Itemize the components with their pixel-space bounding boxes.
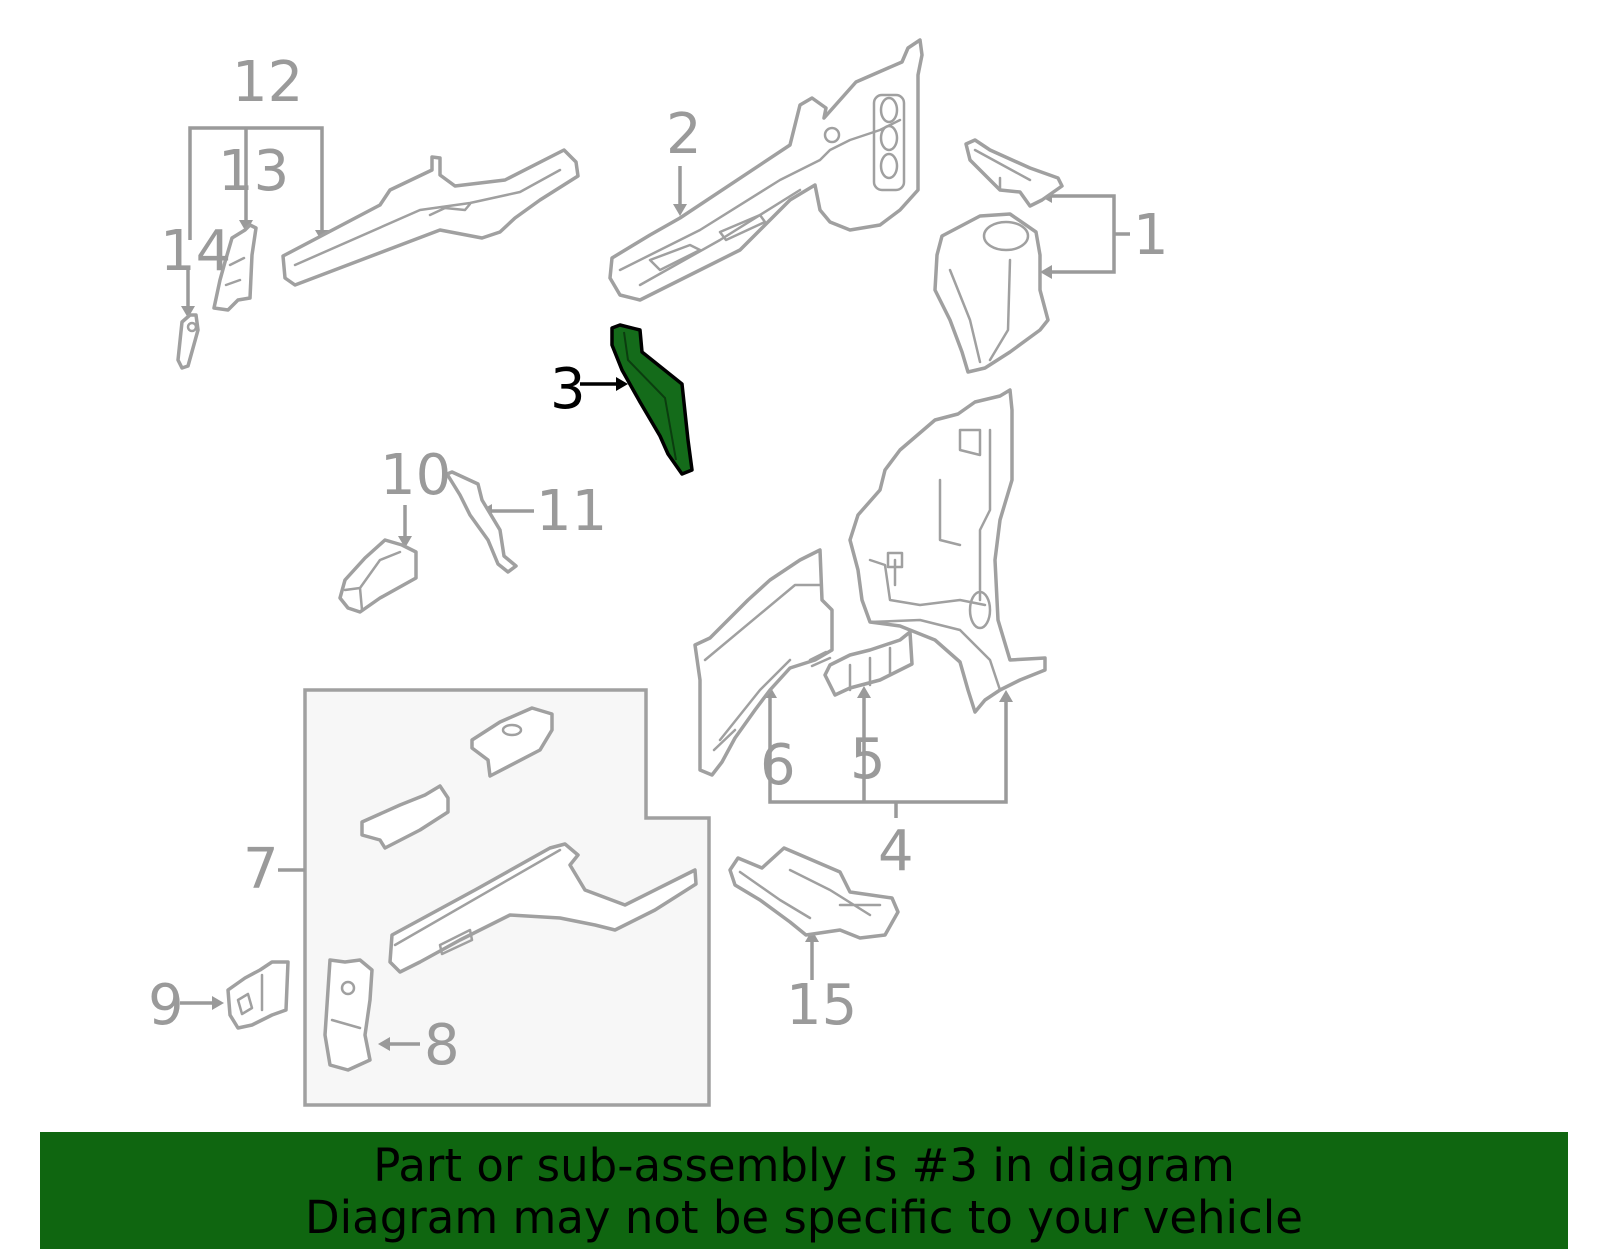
callout-14: 14 [160,219,231,284]
callout-4: 4 [878,819,914,884]
callout-13: 13 [218,139,289,204]
callout-9: 9 [148,973,184,1038]
callout-1: 1 [1133,203,1169,268]
part-7-assembly [278,688,711,1107]
callout-8: 8 [424,1013,460,1078]
callout-12: 12 [232,50,303,115]
banner-line-2: Diagram may not be specific to your vehi… [305,1191,1303,1244]
banner-line-1: Part or sub-assembly is #3 in diagram [373,1139,1235,1192]
part-3-highlighted [580,323,694,476]
callout-6: 6 [760,733,796,798]
part-10-11-assembly [338,470,534,614]
part-group-12 [176,126,580,370]
part-2-assembly [608,38,924,302]
info-banner: Part or sub-assembly is #3 in diagram Di… [40,1132,1568,1249]
part-15 [728,846,900,980]
callout-3: 3 [550,357,586,422]
callout-7: 7 [243,837,279,902]
callout-15: 15 [786,973,857,1038]
callout-2: 2 [666,102,702,167]
part-9 [180,960,290,1030]
part-4-assembly [693,388,1047,818]
part-1-assembly [933,138,1130,374]
callout-10: 10 [380,443,451,508]
callout-5: 5 [850,727,886,792]
callout-11: 11 [536,479,607,544]
